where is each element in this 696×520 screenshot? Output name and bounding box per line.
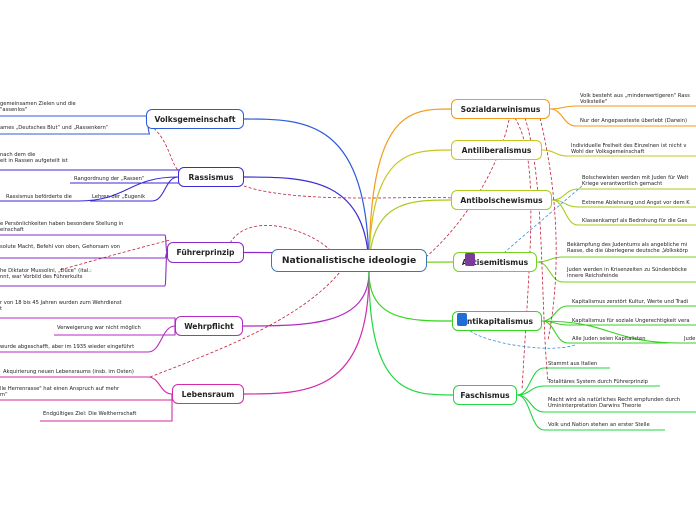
leaf-rassismus-3[interactable]: Rassismus beförderte die bbox=[6, 194, 72, 200]
leaf-line-fuehrerprinzip-1 bbox=[0, 251, 168, 259]
leaf-line-lebensraum-0 bbox=[0, 376, 173, 395]
branch-line-rassismus bbox=[243, 176, 370, 273]
leaf-antiliberalismus-0[interactable]: Individuelle Freiheit des Einzelnen ist … bbox=[571, 143, 687, 156]
branch-line-wehrpflicht bbox=[242, 271, 370, 327]
branch-line-antikapitalismus bbox=[368, 271, 453, 322]
leaf-volksgemeinschaft-1[interactable]: ames „Deutsches Blut“ und „Rassenkern“ bbox=[0, 125, 109, 131]
topic-antikapitalismus[interactable]: Antikapitalismus bbox=[452, 311, 542, 331]
leaf-line-faschismus-0 bbox=[516, 367, 610, 396]
leaf-lebensraum-2[interactable]: Endgültiges Ziel: Die Weltherrschaft bbox=[43, 411, 137, 417]
leaf-antibolschewismus-2[interactable]: Klassenkampf als Bedrohung für die Ges bbox=[582, 218, 688, 224]
leaf-line-faschismus-1 bbox=[516, 385, 660, 396]
leaf-faschismus-2[interactable]: Macht wird als natürliches Recht empfund… bbox=[548, 397, 681, 410]
leaf-line-antikapitalismus-3 bbox=[541, 320, 696, 344]
relation-line-9 bbox=[504, 185, 583, 253]
leaf-wehrpflicht-0[interactable]: r von 18 bis 45 Jahren wurden zum Wehrdi… bbox=[0, 300, 122, 313]
relation-line-8 bbox=[539, 117, 557, 341]
leaf-antikapitalismus-2[interactable]: Alle Juden seien Kapitalisten bbox=[572, 336, 646, 342]
leaf-rassismus-2[interactable]: Lehren der „Eugenik bbox=[92, 194, 146, 200]
leaf-fuehrerprinzip-2[interactable]: he Diktator Mussolini, „Duce“ (ital.: nn… bbox=[0, 268, 92, 281]
leaf-wehrpflicht-1[interactable]: Verweigerung war nicht möglich bbox=[57, 325, 141, 331]
leaf-antibolschewismus-1[interactable]: Extreme Ablehnung und Angst vor dem K bbox=[582, 200, 690, 206]
topic-lebensraum[interactable]: Lebensraum bbox=[172, 384, 244, 404]
leaf-sozialdarwinismus-0[interactable]: Volk besteht aus „minderwertigeren" Rass… bbox=[580, 93, 690, 106]
leaf-line-antikapitalismus-2 bbox=[541, 320, 668, 344]
leaf-line-rassismus-2 bbox=[90, 176, 179, 202]
leaf-fuehrerprinzip-0[interactable]: e Persönlichkeiten haben besondere Stell… bbox=[0, 221, 124, 234]
blue-box-icon bbox=[457, 313, 467, 326]
purple-box-icon bbox=[465, 253, 475, 266]
leaf-line-antikapitalismus-0 bbox=[541, 305, 696, 322]
relation-line-1 bbox=[243, 185, 453, 199]
leaf-line-sozialdarwinismus-0 bbox=[549, 105, 696, 110]
leaf-faschismus-1[interactable]: Totalitäres System durch Führerprinzip bbox=[548, 379, 648, 385]
relation-line-4 bbox=[59, 239, 171, 271]
leaf-line-rassismus-3 bbox=[0, 176, 179, 202]
leaf-antikapitalismus-1[interactable]: Kapitalismus für soziale Ungerechtigkeit… bbox=[572, 318, 690, 324]
leaf-line-volksgemeinschaft-0 bbox=[0, 115, 148, 120]
branch-line-volksgemeinschaft bbox=[243, 118, 370, 273]
branch-line-lebensraum bbox=[243, 271, 370, 395]
topic-antiliberalismus[interactable]: Antiliberalismus bbox=[451, 140, 542, 160]
leaf-line-sozialdarwinismus-1 bbox=[549, 108, 696, 127]
leaf-line-wehrpflicht-2 bbox=[0, 325, 176, 353]
topic-volksgemeinschaft[interactable]: Volksgemeinschaft bbox=[146, 109, 244, 129]
leaf-antisemitismus-0[interactable]: Bekämpfung des Judentums als angebliche … bbox=[567, 242, 688, 255]
leaf-line-fuehrerprinzip-2 bbox=[0, 251, 168, 287]
branch-line-faschismus bbox=[368, 271, 454, 396]
relation-line-7 bbox=[514, 117, 532, 391]
relation-line-3 bbox=[149, 271, 341, 378]
leaf-wehrpflicht-2[interactable]: wurde abgeschafft, aber im 1935 wieder e… bbox=[0, 344, 135, 350]
leaf-rassismus-0[interactable]: nach dem die eit in Rassen aufgeteilt is… bbox=[0, 152, 68, 165]
branch-line-sozialdarwinismus bbox=[368, 108, 452, 273]
branch-line-antiliberalismus bbox=[368, 149, 452, 273]
leaf-fuehrerprinzip-1[interactable]: solute Macht, Befehl von oben, Gehorsam … bbox=[0, 244, 121, 250]
leaf-line-faschismus-3 bbox=[516, 394, 665, 431]
leaf-lebensraum-1[interactable]: lle Herrenrasse" hat einen Anspruch auf … bbox=[0, 386, 120, 399]
leaf-line-antisemitismus-1 bbox=[536, 261, 696, 283]
relation-line-2 bbox=[229, 225, 331, 251]
topic-sozialdarwinismus[interactable]: Sozialdarwinismus bbox=[451, 99, 550, 119]
topic-fuehrerprinzip[interactable]: Führerprinzip bbox=[167, 242, 244, 263]
relation-line-5 bbox=[419, 114, 511, 263]
leaf-sozialdarwinismus-1[interactable]: Nur der Angepassteste überlebt (Darwin) bbox=[580, 118, 688, 124]
topic-faschismus[interactable]: Faschismus bbox=[453, 385, 517, 405]
leaf-line-antisemitismus-0 bbox=[536, 256, 696, 263]
leaf-antisemitismus-1[interactable]: Juden werden in Krisenzeiten zu Sündenbö… bbox=[567, 267, 687, 280]
leaf-faschismus-0[interactable]: Stammt aus Italien bbox=[548, 361, 598, 367]
leaf-rassismus-1[interactable]: Rangordnung der „Rassen“ bbox=[74, 176, 145, 182]
topic-rassismus[interactable]: Rassismus bbox=[178, 167, 244, 187]
leaf-lebensraum-0[interactable]: Akquirierung neuen Lebensraums (insb. im… bbox=[3, 369, 134, 375]
leaf-line-antiliberalismus-0 bbox=[541, 149, 696, 157]
topic-antibolschewismus[interactable]: Antibolschewismus bbox=[451, 190, 552, 210]
leaf-line-antibolschewismus-0 bbox=[551, 188, 696, 201]
leaf-line-fuehrerprinzip-0 bbox=[0, 234, 168, 254]
leaf-antikapitalismus-3[interactable]: Jude bbox=[684, 336, 696, 342]
leaf-antikapitalismus-0[interactable]: Kapitalismus zerstört Kultur, Werte und … bbox=[572, 299, 689, 305]
leaf-faschismus-3[interactable]: Volk und Nation stehen an erster Stelle bbox=[548, 422, 650, 428]
central-topic[interactable]: Nationalistische ideologie bbox=[271, 249, 427, 272]
leaf-volksgemeinschaft-0[interactable]: gemeinsamen Zielen und die "assenlos" bbox=[0, 101, 76, 114]
relation-line-0 bbox=[149, 124, 181, 173]
leaf-line-antibolschewismus-2 bbox=[551, 199, 696, 226]
leaf-antibolschewismus-0[interactable]: Bolschewisten werden mit Juden für Welt … bbox=[582, 175, 689, 188]
topic-wehrpflicht[interactable]: Wehrpflicht bbox=[175, 316, 243, 336]
